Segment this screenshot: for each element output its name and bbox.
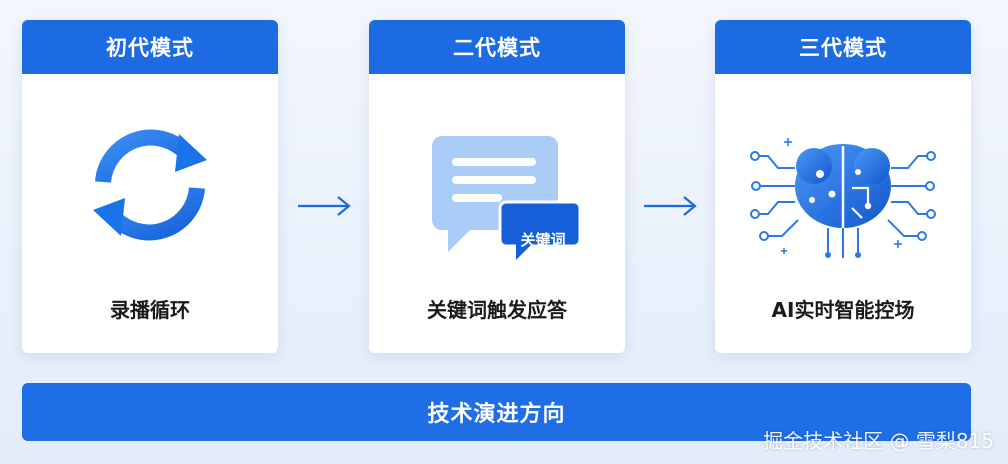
stage-title: 三代模式 <box>715 20 971 74</box>
arrow-right-icon <box>644 196 697 216</box>
evolution-direction-label: 技术演进方向 <box>427 402 566 427</box>
stage-label: 录播循环 <box>110 298 190 322</box>
keyword-badge: 关键词 <box>520 231 566 249</box>
stage-title: 二代模式 <box>369 20 625 74</box>
stage-card-1: 初代模式 录播循环 <box>22 20 278 353</box>
chat-bubble-icon: 关键词 <box>369 132 625 262</box>
watermark: 掘金技术社区 @ 雪梨815 <box>763 429 994 453</box>
refresh-cycle-icon <box>22 120 278 250</box>
stage-card-3: 三代模式 <box>715 20 971 353</box>
stage-label: 关键词触发应答 <box>427 298 567 322</box>
stage-title: 初代模式 <box>22 20 278 74</box>
stage-label: AI实时智能控场 <box>771 298 915 322</box>
stage-card-2: 二代模式 关键词 关键词触发应答 <box>369 20 625 353</box>
ai-brain-circuit-icon <box>715 128 971 268</box>
arrow-right-icon <box>298 196 351 216</box>
evolution-direction-bar: 技术演进方向 <box>22 383 971 441</box>
